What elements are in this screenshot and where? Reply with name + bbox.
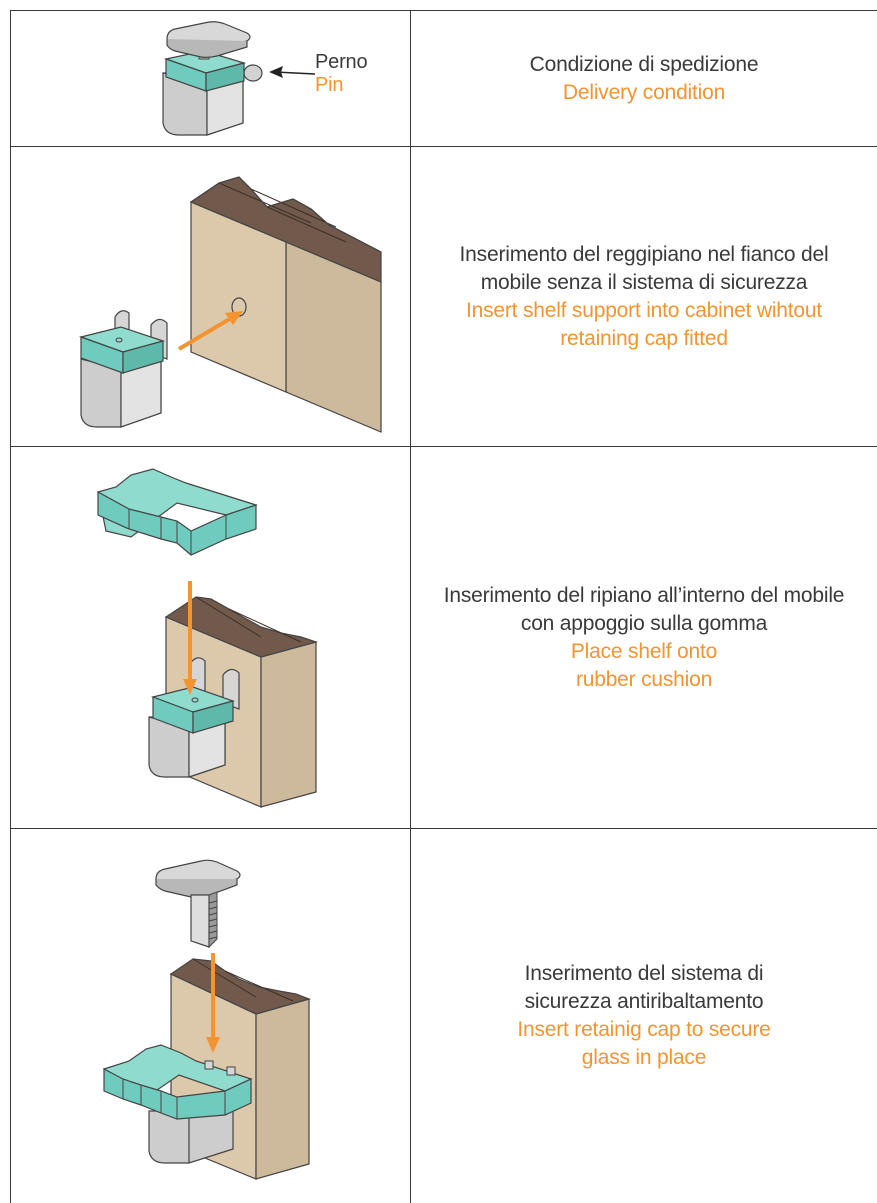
- row-4-caption: Inserimento del sistema di sicurezza ant…: [411, 829, 877, 1203]
- caption-it-line: Inserimento del sistema di: [524, 962, 764, 985]
- caption-en-line: retaining cap fitted: [560, 326, 728, 350]
- illustration-shelf-support-delivery: Perno Pin: [11, 11, 410, 146]
- caption-en-line: Place shelf onto: [570, 639, 718, 663]
- row-2-caption: Inserimento del reggipiano nel fianco de…: [411, 147, 877, 446]
- row-divider-2: [10, 446, 877, 447]
- row-3-caption: Inserimento del ripiano all’interno del …: [409, 447, 877, 828]
- pin-callout: Perno Pin: [315, 51, 368, 97]
- caption-it-line: Inserimento del reggipiano nel fianco de…: [459, 242, 829, 266]
- illustration-insert-retaining-cap: [11, 829, 410, 1203]
- caption-it-line: sicurezza antiribaltamento: [524, 990, 764, 1013]
- row-divider-3: [10, 828, 877, 829]
- row-divider-1: [10, 146, 877, 147]
- caption-en-line: Insert retainig cap to secure: [517, 1018, 771, 1041]
- table-border-left: [10, 10, 11, 1203]
- caption-en-line: Delivery condition: [562, 80, 726, 104]
- caption-en-line: glass in place: [581, 1046, 707, 1069]
- illustration-insert-support: [11, 147, 410, 446]
- caption-it-line: con appoggio sulla gomma: [520, 611, 768, 635]
- pin-label-it: Perno: [315, 51, 368, 73]
- illustration-place-shelf: [11, 447, 410, 828]
- column-divider: [410, 10, 411, 1203]
- caption-en-line: rubber cushion: [575, 667, 713, 691]
- caption-en-line: Insert shelf support into cabinet wihtou…: [465, 298, 822, 322]
- table-border-top: [10, 10, 877, 11]
- row-1-caption: Condizione di spedizione Delivery condit…: [411, 11, 877, 146]
- caption-it-line: Condizione di spedizione: [529, 52, 759, 76]
- caption-it-line: mobile senza il sistema di sicurezza: [480, 270, 808, 294]
- pin-label-en: Pin: [315, 74, 344, 96]
- caption-it-line: Inserimento del ripiano all’interno del …: [443, 583, 845, 607]
